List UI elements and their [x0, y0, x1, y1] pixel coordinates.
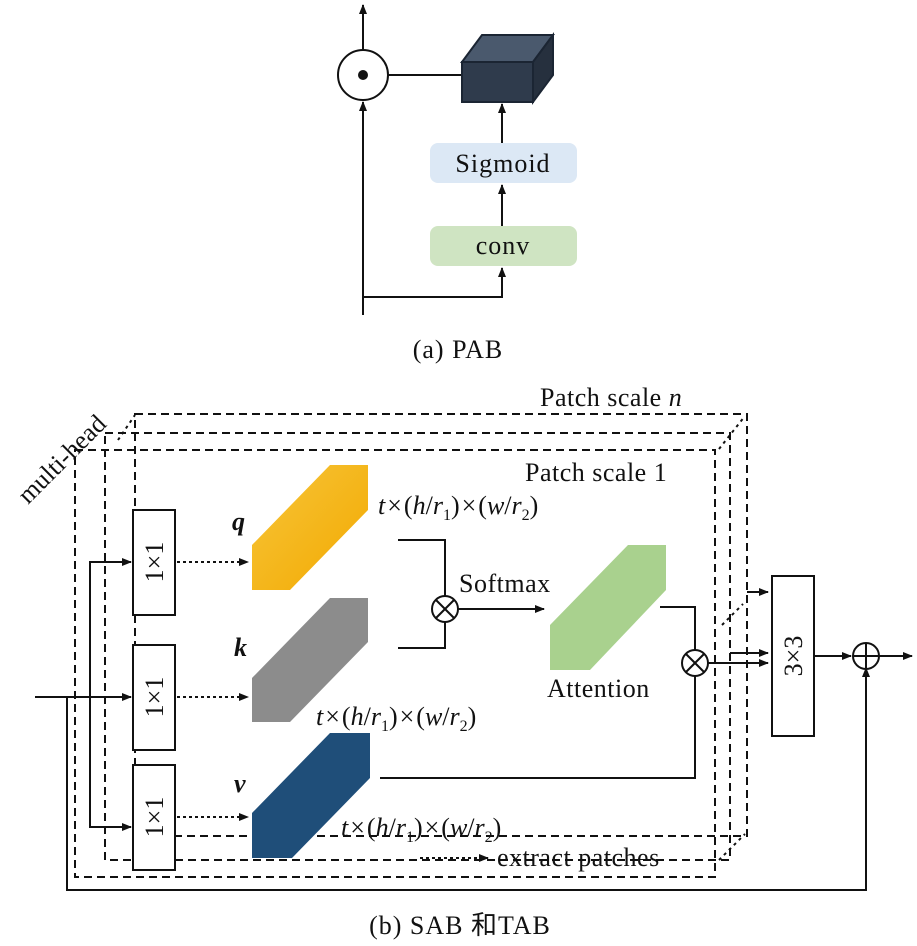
v-label: v [234, 769, 246, 798]
conv1x1-q-label: 1×1 [140, 542, 169, 583]
attention-to-matmul-path [660, 606, 696, 650]
conv-label: conv [476, 231, 531, 260]
multi-head-label: multi-head [12, 409, 112, 509]
v-to-matmul-path [380, 676, 696, 779]
sab-branch-v [89, 697, 132, 831]
patch-scale-frames [74, 413, 748, 878]
patch-scale-1-frame [74, 449, 716, 878]
extract-patches-label: extract patches [497, 843, 660, 872]
conv1x1-v: 1×1 [132, 764, 176, 871]
qk-matmul-node [431, 595, 459, 623]
attention-patch-stack [550, 545, 666, 670]
softmax-label: Softmax [459, 569, 551, 598]
q-patch-stack [252, 465, 368, 590]
attention-v-matmul-node [681, 649, 709, 677]
pab-input-path [362, 267, 506, 315]
pab-feature-cube [460, 31, 555, 106]
residual-path [66, 667, 870, 891]
v-patch-stack [252, 733, 370, 858]
sigmoid-label: Sigmoid [455, 149, 550, 178]
patch-scale-n-frame [134, 413, 748, 837]
sigmoid-box [430, 143, 577, 183]
k-dimension-label: t×(h/r1)×(w/r2) [316, 702, 476, 735]
sab-block: multi-head Patch scale n Patch scale 1 1… [12, 383, 913, 940]
frame-corner-dots [117, 414, 746, 861]
q-dimension-label: t×(h/r1)×(w/r2) [378, 491, 538, 524]
pab-caption: (a) PAB [413, 335, 504, 364]
conv3x3-label: 3×3 [779, 636, 808, 677]
sab-caption: (b) SAB 和TAB [369, 911, 551, 940]
conv-box [430, 226, 577, 266]
conv1x1-k-label: 1×1 [140, 677, 169, 718]
conv1x1-v-label: 1×1 [140, 797, 169, 838]
conv3x3-box: 3×3 [771, 575, 815, 737]
pab-block: Sigmoid conv (a) PAB [337, 4, 577, 364]
k-patch-stack [252, 598, 368, 722]
patch-scale-mid-frame [104, 432, 731, 861]
conv1x1-q: 1×1 [132, 509, 176, 616]
k-to-matmul-path [398, 622, 446, 649]
q-to-matmul-path [398, 539, 446, 596]
v-dimension-label: t×(h/r1)×(w/r2) [341, 813, 501, 846]
patch-scale-1-label: Patch scale 1 [525, 458, 667, 487]
patch-scale-n-label: Patch scale n [540, 383, 682, 412]
conv1x1-k: 1×1 [132, 644, 176, 751]
elementwise-multiply-node [337, 49, 389, 101]
residual-add-node [852, 642, 880, 670]
sab-branch-q [89, 558, 132, 697]
attention-label: Attention [547, 674, 650, 703]
k-label: k [234, 633, 247, 662]
q-label: q [232, 507, 245, 536]
scale-output-dots [721, 603, 744, 626]
